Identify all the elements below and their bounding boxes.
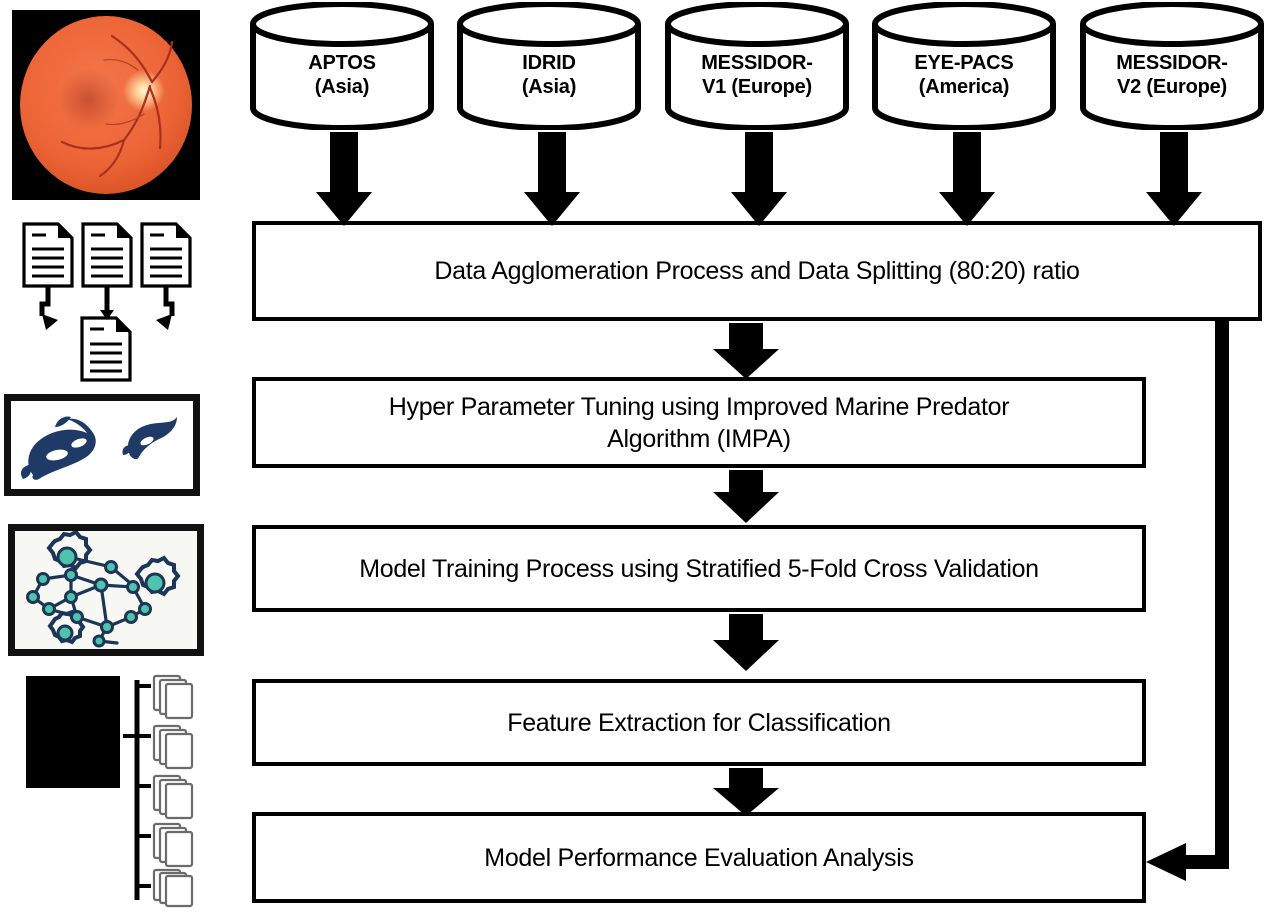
datasource-label: MESSIDOR- V1 (Europe) bbox=[701, 52, 813, 98]
cylinder-shape bbox=[665, 2, 849, 130]
ingest-arrow-messidor-v2 bbox=[1146, 132, 1202, 226]
flow-arrow-tuning-to-training bbox=[713, 470, 779, 523]
datasource-cylinder-messidor-v1[interactable]: MESSIDOR- V1 (Europe) bbox=[663, 2, 851, 130]
process-box-agglomeration[interactable]: Data Agglomeration Process and Data Spli… bbox=[252, 221, 1262, 321]
datasource-cylinder-eye-pacs[interactable]: EYE-PACS (America) bbox=[870, 2, 1058, 130]
ingest-arrow-eye-pacs bbox=[939, 132, 995, 226]
datasource-label: MESSIDOR- V2 (Europe) bbox=[1116, 52, 1228, 98]
retina-vessels bbox=[60, 34, 174, 178]
feature-extraction-illustration bbox=[20, 672, 210, 908]
process-box-evaluation[interactable]: Model Performance Evaluation Analysis bbox=[252, 812, 1146, 903]
datasource-cylinder-aptos[interactable]: APTOS (Asia) bbox=[248, 2, 436, 130]
retina-fundus-image bbox=[12, 10, 200, 200]
flow-arrow-training-to-extraction bbox=[713, 614, 779, 671]
datasource-label: APTOS (Asia) bbox=[308, 52, 376, 98]
feedback-loop-arrow bbox=[1146, 321, 1229, 881]
ingest-arrow-aptos bbox=[316, 132, 372, 226]
feature-axis bbox=[123, 680, 151, 900]
neural-network-illustration bbox=[8, 524, 204, 656]
process-box-tuning[interactable]: Hyper Parameter Tuning using Improved Ma… bbox=[252, 377, 1146, 468]
process-label: Data Agglomeration Process and Data Spli… bbox=[434, 257, 1080, 285]
process-label: Hyper Parameter Tuning using Improved Ma… bbox=[388, 392, 1010, 453]
process-box-extraction[interactable]: Feature Extraction for Classification bbox=[252, 679, 1146, 766]
cylinder-shape bbox=[457, 2, 641, 130]
process-label: Model Training Process using Stratified … bbox=[359, 554, 1039, 583]
process-label: Feature Extraction for Classification bbox=[507, 708, 891, 737]
feature-map-stacks bbox=[152, 674, 194, 908]
document-merge-icon bbox=[14, 218, 200, 386]
datasource-cylinder-messidor-v2[interactable]: MESSIDOR- V2 (Europe) bbox=[1078, 2, 1266, 130]
cylinder-shape bbox=[1080, 2, 1264, 130]
flow-arrow-agglomeration-to-tuning bbox=[713, 323, 779, 379]
orca-icon bbox=[21, 416, 177, 480]
ingest-arrow-messidor-v1 bbox=[731, 132, 787, 226]
network-gears-icon bbox=[26, 529, 181, 648]
datasource-cylinder-idrid[interactable]: IDRID (Asia) bbox=[455, 2, 643, 130]
flow-arrow-extraction-to-evaluation bbox=[713, 768, 779, 816]
datasource-label: EYE-PACS (America) bbox=[914, 52, 1014, 98]
ingest-arrow-idrid bbox=[524, 132, 580, 226]
cylinder-shape bbox=[250, 2, 434, 130]
marine-predators-illustration bbox=[4, 394, 200, 496]
process-box-training[interactable]: Model Training Process using Stratified … bbox=[252, 525, 1146, 612]
datasource-label: IDRID (Asia) bbox=[521, 52, 577, 98]
cylinder-shape bbox=[872, 2, 1056, 130]
retina-fundus-thumbnail bbox=[26, 676, 120, 788]
process-label: Model Performance Evaluation Analysis bbox=[484, 843, 914, 872]
